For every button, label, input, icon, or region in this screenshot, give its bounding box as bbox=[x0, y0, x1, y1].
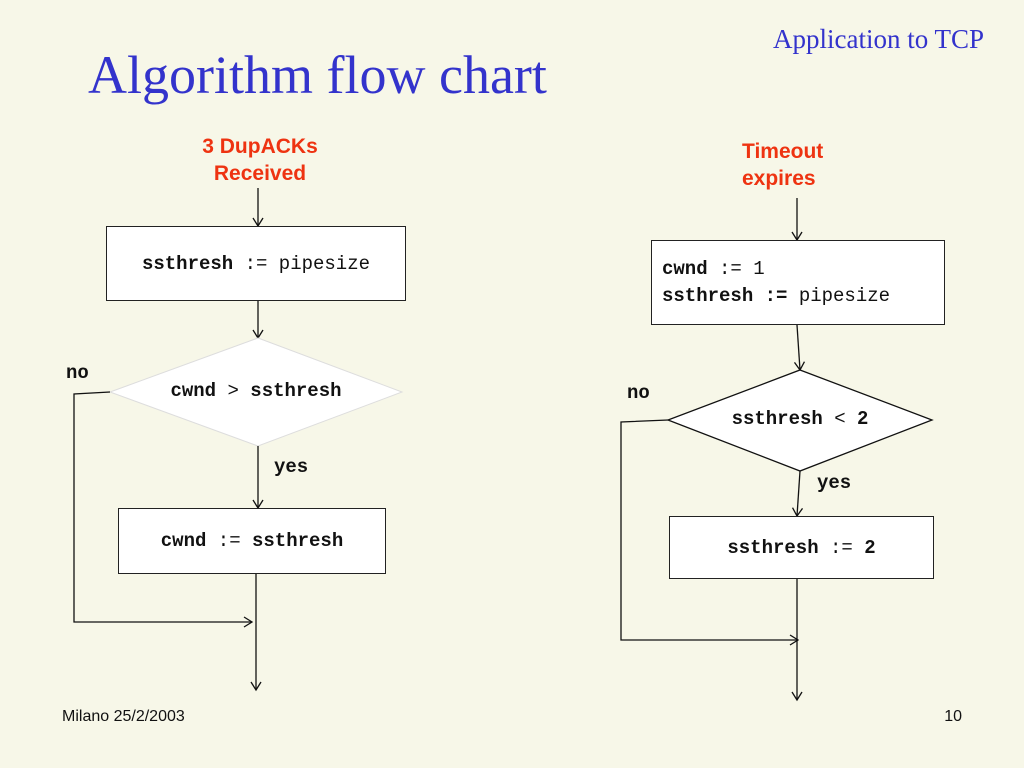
left-no-path bbox=[73, 391, 254, 628]
right-assign-value-1: 1 bbox=[753, 257, 765, 280]
right-arrow-box-to-decision bbox=[793, 324, 806, 372]
left-action-var: cwnd bbox=[160, 530, 207, 552]
left-decision-op: > bbox=[216, 380, 251, 402]
right-arrow-yes bbox=[791, 470, 804, 518]
right-decision-right: 2 bbox=[857, 408, 869, 430]
right-action-op: := bbox=[818, 536, 865, 559]
right-assign-line-2: ssthresh := pipesize bbox=[662, 283, 890, 310]
right-trigger-event: Timeout expires bbox=[742, 138, 852, 192]
right-event-line-2: expires bbox=[742, 167, 816, 190]
footer-location-date: Milano 25/2/2003 bbox=[62, 708, 185, 725]
left-action-box: cwnd := ssthresh bbox=[118, 508, 386, 574]
right-assign-var-2: ssthresh bbox=[662, 284, 754, 307]
right-action-box: ssthresh := 2 bbox=[669, 516, 934, 579]
left-no-label: no bbox=[66, 362, 89, 384]
left-action-op: := bbox=[206, 530, 252, 552]
left-yes-label: yes bbox=[274, 456, 309, 478]
right-assign-op-2: := bbox=[753, 284, 799, 307]
right-assign-var-1: cwnd bbox=[662, 257, 708, 280]
right-assign-box: cwnd := 1 ssthresh := pipesize bbox=[651, 240, 945, 325]
right-decision-text: ssthresh < 2 bbox=[668, 408, 932, 430]
right-decision-op: < bbox=[822, 408, 858, 430]
left-action-value: ssthresh bbox=[252, 530, 344, 552]
right-no-path bbox=[620, 419, 800, 646]
right-action-var: ssthresh bbox=[727, 536, 819, 559]
slide-title: Algorithm flow chart bbox=[88, 45, 547, 105]
footer-page-number: 10 bbox=[944, 708, 962, 725]
right-action-value: 2 bbox=[864, 536, 876, 559]
left-trigger-event: 3 DupACKs Received bbox=[160, 133, 360, 187]
right-assign-op-1: := bbox=[707, 257, 754, 280]
left-assign-var: ssthresh bbox=[141, 252, 234, 275]
left-assign-op: := bbox=[233, 252, 279, 275]
section-label: Application to TCP bbox=[772, 24, 984, 54]
left-assign-value: pipesize bbox=[278, 252, 371, 275]
left-assign-box: ssthresh := pipesize bbox=[106, 226, 406, 301]
right-yes-label: yes bbox=[817, 472, 852, 494]
left-decision-right: ssthresh bbox=[250, 380, 342, 402]
right-assign-line-1: cwnd := 1 bbox=[662, 256, 765, 283]
left-decision-left: cwnd bbox=[170, 380, 217, 402]
left-event-line-2: Received bbox=[213, 162, 307, 185]
right-decision-left: ssthresh bbox=[731, 408, 823, 430]
left-decision-text: cwnd > ssthresh bbox=[110, 380, 402, 402]
right-assign-value-2: pipesize bbox=[798, 284, 891, 307]
right-no-label: no bbox=[627, 382, 650, 404]
right-event-line-1: Timeout bbox=[742, 140, 824, 163]
left-event-line-1: 3 DupACKs bbox=[202, 135, 318, 158]
